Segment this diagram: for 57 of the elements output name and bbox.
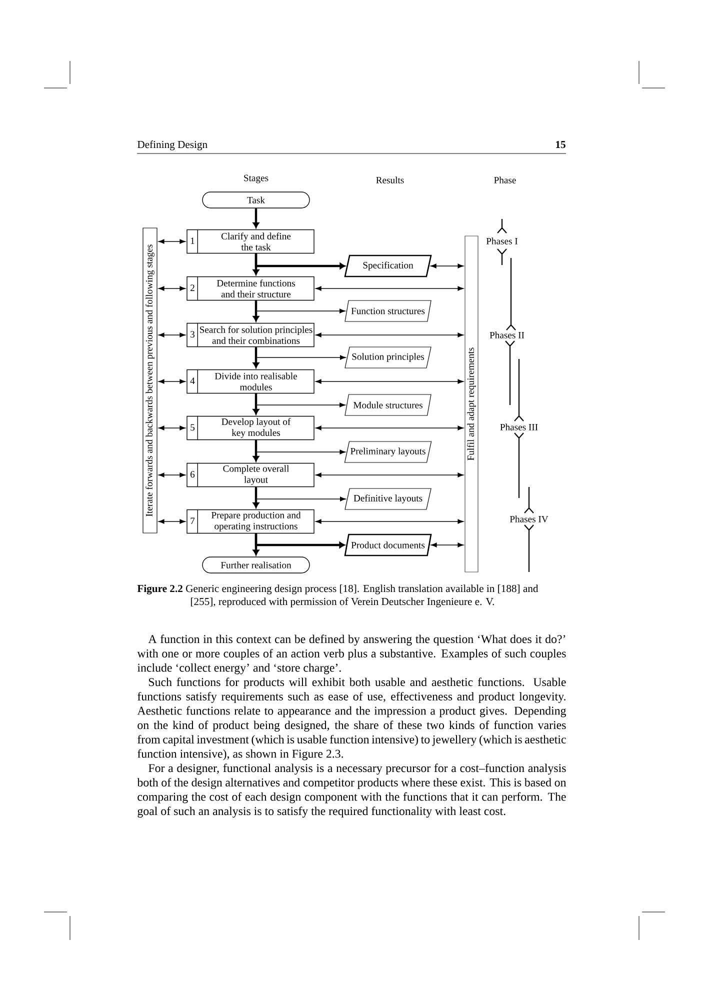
arrow: [252, 487, 260, 508]
parallelogram: Definitive layouts: [344, 488, 432, 510]
running-header: Defining Design: [138, 140, 208, 150]
arrow: [256, 486, 346, 502]
phase-label: Phases II: [490, 332, 524, 338]
body-paragraph: A function in this context can be defined by answering the question ‘What does it do?’ with one or more couples of an action verb plus a substantive. Examples of such couples include ‘collect energy’ and ‘store charge’.: [137, 634, 566, 674]
column-heading: Results: [376, 176, 404, 184]
phase-label: Phases IV: [510, 516, 548, 522]
vertical-band: Fulfil and adapt requirements: [464, 236, 478, 572]
double-arrow: [316, 472, 464, 478]
vertical-band: Iterate forwards and backwards between previous and following stages: [142, 228, 158, 534]
body-paragraph: Such functions for products will exhibit both usable and aesthetic functions. Usable functions satisfy requirements such as ease of use, effectiveness and product longevity. Aesthetic functions relate to appearance and the impression a product gives. Depending on the kind of product being designed, the share of these two kinds of function varies from capital investment (which is usable function intensive) to jewellery (which is aesthetic function intensive), as shown in Figure 2.3.: [137, 678, 566, 760]
double-arrow: [158, 519, 186, 524]
double-arrow: [316, 426, 464, 430]
parallelogram: Preliminary layouts: [344, 441, 432, 463]
arrow: [256, 440, 346, 454]
double-arrow: [158, 426, 186, 430]
double-arrow: [158, 379, 186, 384]
parallelogram: Function structures: [344, 300, 432, 322]
process-box: 5 Develop layout of key modules: [186, 416, 314, 440]
arrow: [252, 208, 260, 228]
body-paragraph: For a designer, functional analysis is a necessary precursor for a cost–function analysis both of the design alternatives and competitor products where these exist. This is based on comparing the cost of each design component with the functions that it can perform. The goal of such an analysis is to satisfy the required functionality with least cost.: [137, 764, 566, 818]
double-arrow: [158, 286, 186, 291]
double-arrow: [430, 264, 464, 268]
arrow: [254, 534, 345, 548]
arrow: [252, 347, 260, 368]
parallelogram: Module structures: [344, 394, 432, 416]
arrow: [252, 300, 260, 322]
process-box: 4 Divide into realisable modules: [186, 369, 314, 394]
page-number: 15: [556, 141, 566, 148]
rounded-box: Task: [202, 192, 310, 208]
process-box: 6 Complete overall layout: [186, 462, 314, 488]
arrow: [256, 393, 346, 408]
double-arrow: [430, 542, 464, 548]
arrow: [256, 346, 346, 360]
process-box: 2 Determine functions and their structure: [186, 276, 314, 301]
figure-caption: Figure 2.2 Generic engineering design process [18]. English translation available in [188] and [255], reproduced with permission of Verein Deutscher Ingenieure e. V.: [137, 584, 538, 608]
process-box: 7 Prepare production and operating instructions: [186, 509, 314, 534]
phase-label: Phases III: [500, 424, 538, 430]
double-arrow: [158, 332, 186, 338]
column-heading: Phase: [494, 176, 516, 184]
parallelogram: Product documents: [344, 534, 432, 556]
process-box: 1 Clarify and define the task: [186, 229, 314, 254]
process-box: 3 Search for solution principles and their combinations: [186, 322, 314, 348]
double-arrow: [316, 332, 464, 338]
double-arrow: [316, 519, 464, 524]
double-arrow: [316, 379, 464, 384]
double-arrow: [158, 239, 186, 244]
rounded-box: Further realisation: [202, 556, 310, 574]
parallelogram: Specification: [344, 254, 432, 278]
arrow: [252, 440, 260, 462]
double-arrow: [316, 286, 464, 291]
arrow: [252, 394, 260, 415]
arrow: [254, 254, 346, 270]
double-arrow: [158, 472, 186, 478]
arrow: [256, 300, 346, 314]
parallelogram: Solution principles: [344, 346, 432, 368]
